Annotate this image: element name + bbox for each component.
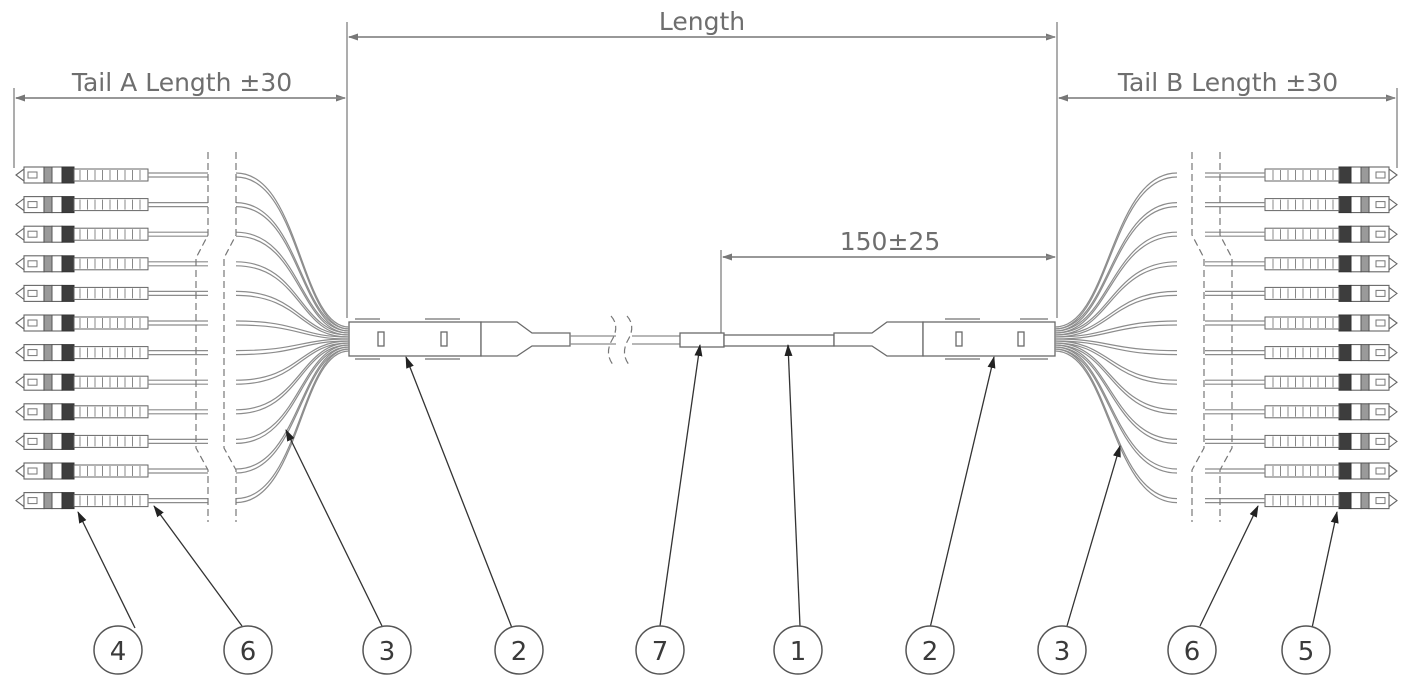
callout-3-left: 3 bbox=[362, 625, 412, 675]
connector-a-6 bbox=[15, 314, 208, 332]
length-label: Length bbox=[659, 7, 745, 36]
left-tail-break bbox=[195, 152, 237, 522]
fan-fiber-b-5 bbox=[1054, 290, 1178, 336]
callout-4: 4 bbox=[93, 625, 143, 675]
tail-b-label: Tail B Length ±30 bbox=[1117, 68, 1338, 97]
fan-fiber-b-1 bbox=[1054, 172, 1178, 328]
fan-fiber-a-6 bbox=[235, 320, 350, 338]
fan-fiber-b-7 bbox=[1054, 338, 1178, 352]
fan-fiber-a-9 bbox=[235, 342, 350, 411]
connector-a-5 bbox=[15, 284, 208, 302]
right-furcation-body bbox=[922, 321, 1056, 357]
fan-fiber-b-9 bbox=[1054, 342, 1178, 411]
callout-2-left: 2 bbox=[494, 625, 544, 675]
connector-a-8 bbox=[15, 373, 208, 391]
connector-a-1 bbox=[15, 166, 208, 184]
fan-fiber-a-7 bbox=[235, 338, 350, 352]
connector-b-7 bbox=[1205, 344, 1398, 362]
fan-fiber-a-5 bbox=[235, 290, 350, 336]
fan-fiber-a-12 bbox=[235, 348, 350, 500]
right-tail-break bbox=[1191, 152, 1233, 522]
connector-a-9 bbox=[15, 403, 208, 421]
svg-text:3: 3 bbox=[379, 637, 396, 667]
connector-b-1 bbox=[1205, 166, 1398, 184]
connector-a-10 bbox=[15, 432, 208, 450]
fan-fiber-b-8 bbox=[1054, 340, 1178, 381]
fan-fiber-a-10 bbox=[235, 344, 350, 440]
connector-a-4 bbox=[15, 255, 208, 273]
svg-text:6: 6 bbox=[240, 637, 257, 667]
callout-5: 5 bbox=[1281, 625, 1331, 675]
svg-text:6: 6 bbox=[1184, 637, 1201, 667]
callout-6-left: 6 bbox=[223, 625, 273, 675]
callout-6-right: 6 bbox=[1167, 625, 1217, 675]
tail-a-dimension: Tail A Length ±30 bbox=[13, 68, 346, 168]
fan-fiber-a-11 bbox=[235, 346, 350, 470]
trunk-cable bbox=[348, 315, 1056, 367]
left-furcation-body bbox=[348, 321, 482, 357]
fan-fiber-a-1 bbox=[235, 172, 350, 328]
svg-text:4: 4 bbox=[110, 637, 127, 667]
connector-b-11 bbox=[1205, 462, 1398, 480]
svg-text:2: 2 bbox=[922, 637, 939, 667]
tail-a-connectors bbox=[15, 166, 208, 510]
callout-1: 1 bbox=[773, 625, 823, 675]
fan-fiber-b-12 bbox=[1054, 348, 1178, 500]
fan-fiber-b-4 bbox=[1054, 261, 1178, 334]
connector-b-9 bbox=[1205, 403, 1398, 421]
fan-fiber-b-11 bbox=[1054, 346, 1178, 470]
connector-b-4 bbox=[1205, 255, 1398, 273]
left-fanout bbox=[235, 172, 350, 504]
fan-fiber-a-3 bbox=[235, 231, 350, 332]
breakout-label: 150±25 bbox=[840, 227, 940, 256]
callout-2-right: 2 bbox=[905, 625, 955, 675]
label-sleeve bbox=[679, 332, 725, 348]
connector-b-5 bbox=[1205, 284, 1398, 302]
tail-b-dimension: Tail B Length ±30 bbox=[1058, 68, 1398, 168]
svg-text:7: 7 bbox=[652, 637, 669, 667]
leader-lines bbox=[77, 344, 1339, 629]
connector-b-10 bbox=[1205, 432, 1398, 450]
connector-b-3 bbox=[1205, 225, 1398, 243]
tail-b-connectors bbox=[1205, 166, 1398, 510]
length-dimension: Length bbox=[346, 7, 1058, 318]
tail-a-label: Tail A Length ±30 bbox=[71, 68, 292, 97]
connector-b-6 bbox=[1205, 314, 1398, 332]
connector-a-3 bbox=[15, 225, 208, 243]
connector-a-11 bbox=[15, 462, 208, 480]
svg-text:2: 2 bbox=[511, 637, 528, 667]
breakout-dimension: 150±25 bbox=[720, 227, 1056, 335]
right-fanout bbox=[1054, 172, 1178, 504]
fan-fiber-b-10 bbox=[1054, 344, 1178, 440]
connector-a-2 bbox=[15, 196, 208, 214]
callout-3-right: 3 bbox=[1037, 625, 1087, 675]
connector-a-7 bbox=[15, 344, 208, 362]
svg-text:3: 3 bbox=[1054, 637, 1071, 667]
svg-text:1: 1 bbox=[790, 637, 807, 667]
fan-fiber-a-2 bbox=[235, 202, 350, 330]
callout-7: 7 bbox=[635, 625, 685, 675]
svg-text:5: 5 bbox=[1298, 637, 1315, 667]
fan-fiber-a-8 bbox=[235, 340, 350, 381]
fan-fiber-b-2 bbox=[1054, 202, 1178, 330]
connector-b-2 bbox=[1205, 196, 1398, 214]
fan-fiber-b-6 bbox=[1054, 320, 1178, 338]
connector-b-8 bbox=[1205, 373, 1398, 391]
fan-fiber-b-3 bbox=[1054, 231, 1178, 332]
connector-b-12 bbox=[1205, 492, 1398, 510]
connector-a-12 bbox=[15, 492, 208, 510]
fan-fiber-a-4 bbox=[235, 261, 350, 334]
